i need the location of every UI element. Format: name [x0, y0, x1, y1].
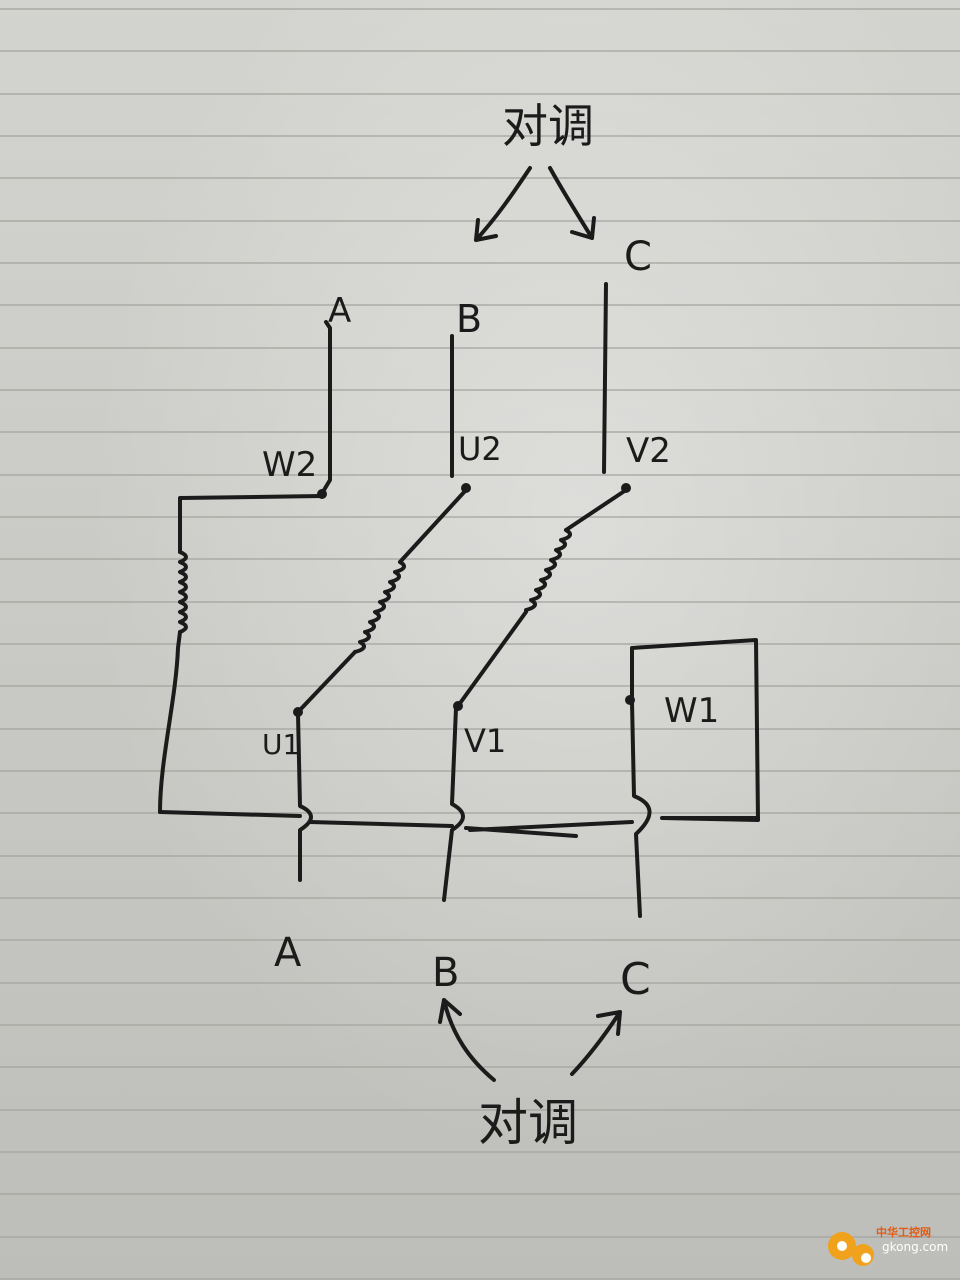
ruling-line	[0, 643, 960, 645]
ruling-line	[0, 601, 960, 603]
ruling-line	[0, 770, 960, 772]
bottom-swap-note: 对调	[478, 1094, 578, 1152]
top-label-c: C	[624, 234, 652, 280]
drop-v1	[442, 706, 465, 902]
gkong-watermark: 中华工控网 gkong.com	[828, 1222, 954, 1274]
watermark-url: gkong.com	[882, 1240, 949, 1254]
bottom-arrow-right	[570, 1010, 622, 1076]
bottom-arrow-left	[438, 998, 496, 1082]
ruling-line	[0, 304, 960, 306]
winding-w-lead-bottom	[158, 630, 182, 814]
line-top-c	[602, 282, 608, 474]
ruling-line	[0, 685, 960, 687]
line-top-a	[322, 320, 332, 492]
ruling-line	[0, 728, 960, 730]
ruling-line	[0, 1151, 960, 1153]
top-label-b: B	[456, 297, 482, 341]
watermark-text: 中华工控网	[876, 1226, 931, 1239]
ruling-line	[0, 939, 960, 941]
ruling-line	[0, 177, 960, 179]
winding-v-lead-top	[564, 488, 628, 532]
top-label-a: A	[328, 291, 351, 331]
ruling-line	[0, 474, 960, 476]
winding-v-lead-bottom	[456, 610, 528, 708]
label-u1: U1	[262, 728, 300, 761]
bottom-label-b: B	[432, 950, 459, 996]
ruling-line	[0, 982, 960, 984]
ruling-line	[0, 855, 960, 857]
ruling-line	[0, 1109, 960, 1111]
winding-v-coil	[524, 528, 572, 612]
drop-w1	[630, 700, 652, 918]
ruling-line	[0, 389, 960, 391]
winding-u-lead-bottom	[296, 650, 357, 714]
bottom-label-a: A	[274, 930, 302, 976]
ruling-line	[0, 220, 960, 222]
ruling-line	[0, 897, 960, 899]
winding-w-coil	[178, 550, 188, 634]
gear-icon-small	[852, 1244, 874, 1266]
label-w1: W1	[664, 691, 719, 731]
drop-u1	[296, 712, 313, 882]
ruling-line	[0, 812, 960, 814]
winding-w-lead-top	[178, 494, 324, 554]
winding-u-coil	[353, 560, 406, 654]
common-bus	[158, 810, 760, 838]
bottom-label-c: C	[620, 954, 651, 1005]
ruling-line	[0, 1193, 960, 1195]
label-v1: V1	[464, 722, 506, 760]
label-w2: W2	[262, 445, 317, 485]
ruling-line	[0, 558, 960, 560]
ruling-line	[0, 431, 960, 433]
ruling-line	[0, 516, 960, 518]
ruling-line	[0, 347, 960, 349]
ruling-line	[0, 1024, 960, 1026]
ruling-line	[0, 50, 960, 52]
label-v2: V2	[626, 431, 671, 471]
ruling-line	[0, 1236, 960, 1238]
ruling-line	[0, 135, 960, 137]
ruling-line	[0, 93, 960, 95]
ruling-line	[0, 8, 960, 10]
ruling-line	[0, 262, 960, 264]
top-arrow-right	[548, 166, 596, 240]
ruling-line	[0, 1278, 960, 1280]
label-u2: U2	[458, 430, 502, 468]
top-arrow-left	[474, 166, 532, 242]
winding-u-lead-top	[398, 488, 468, 564]
top-swap-note: 对调	[502, 99, 594, 153]
